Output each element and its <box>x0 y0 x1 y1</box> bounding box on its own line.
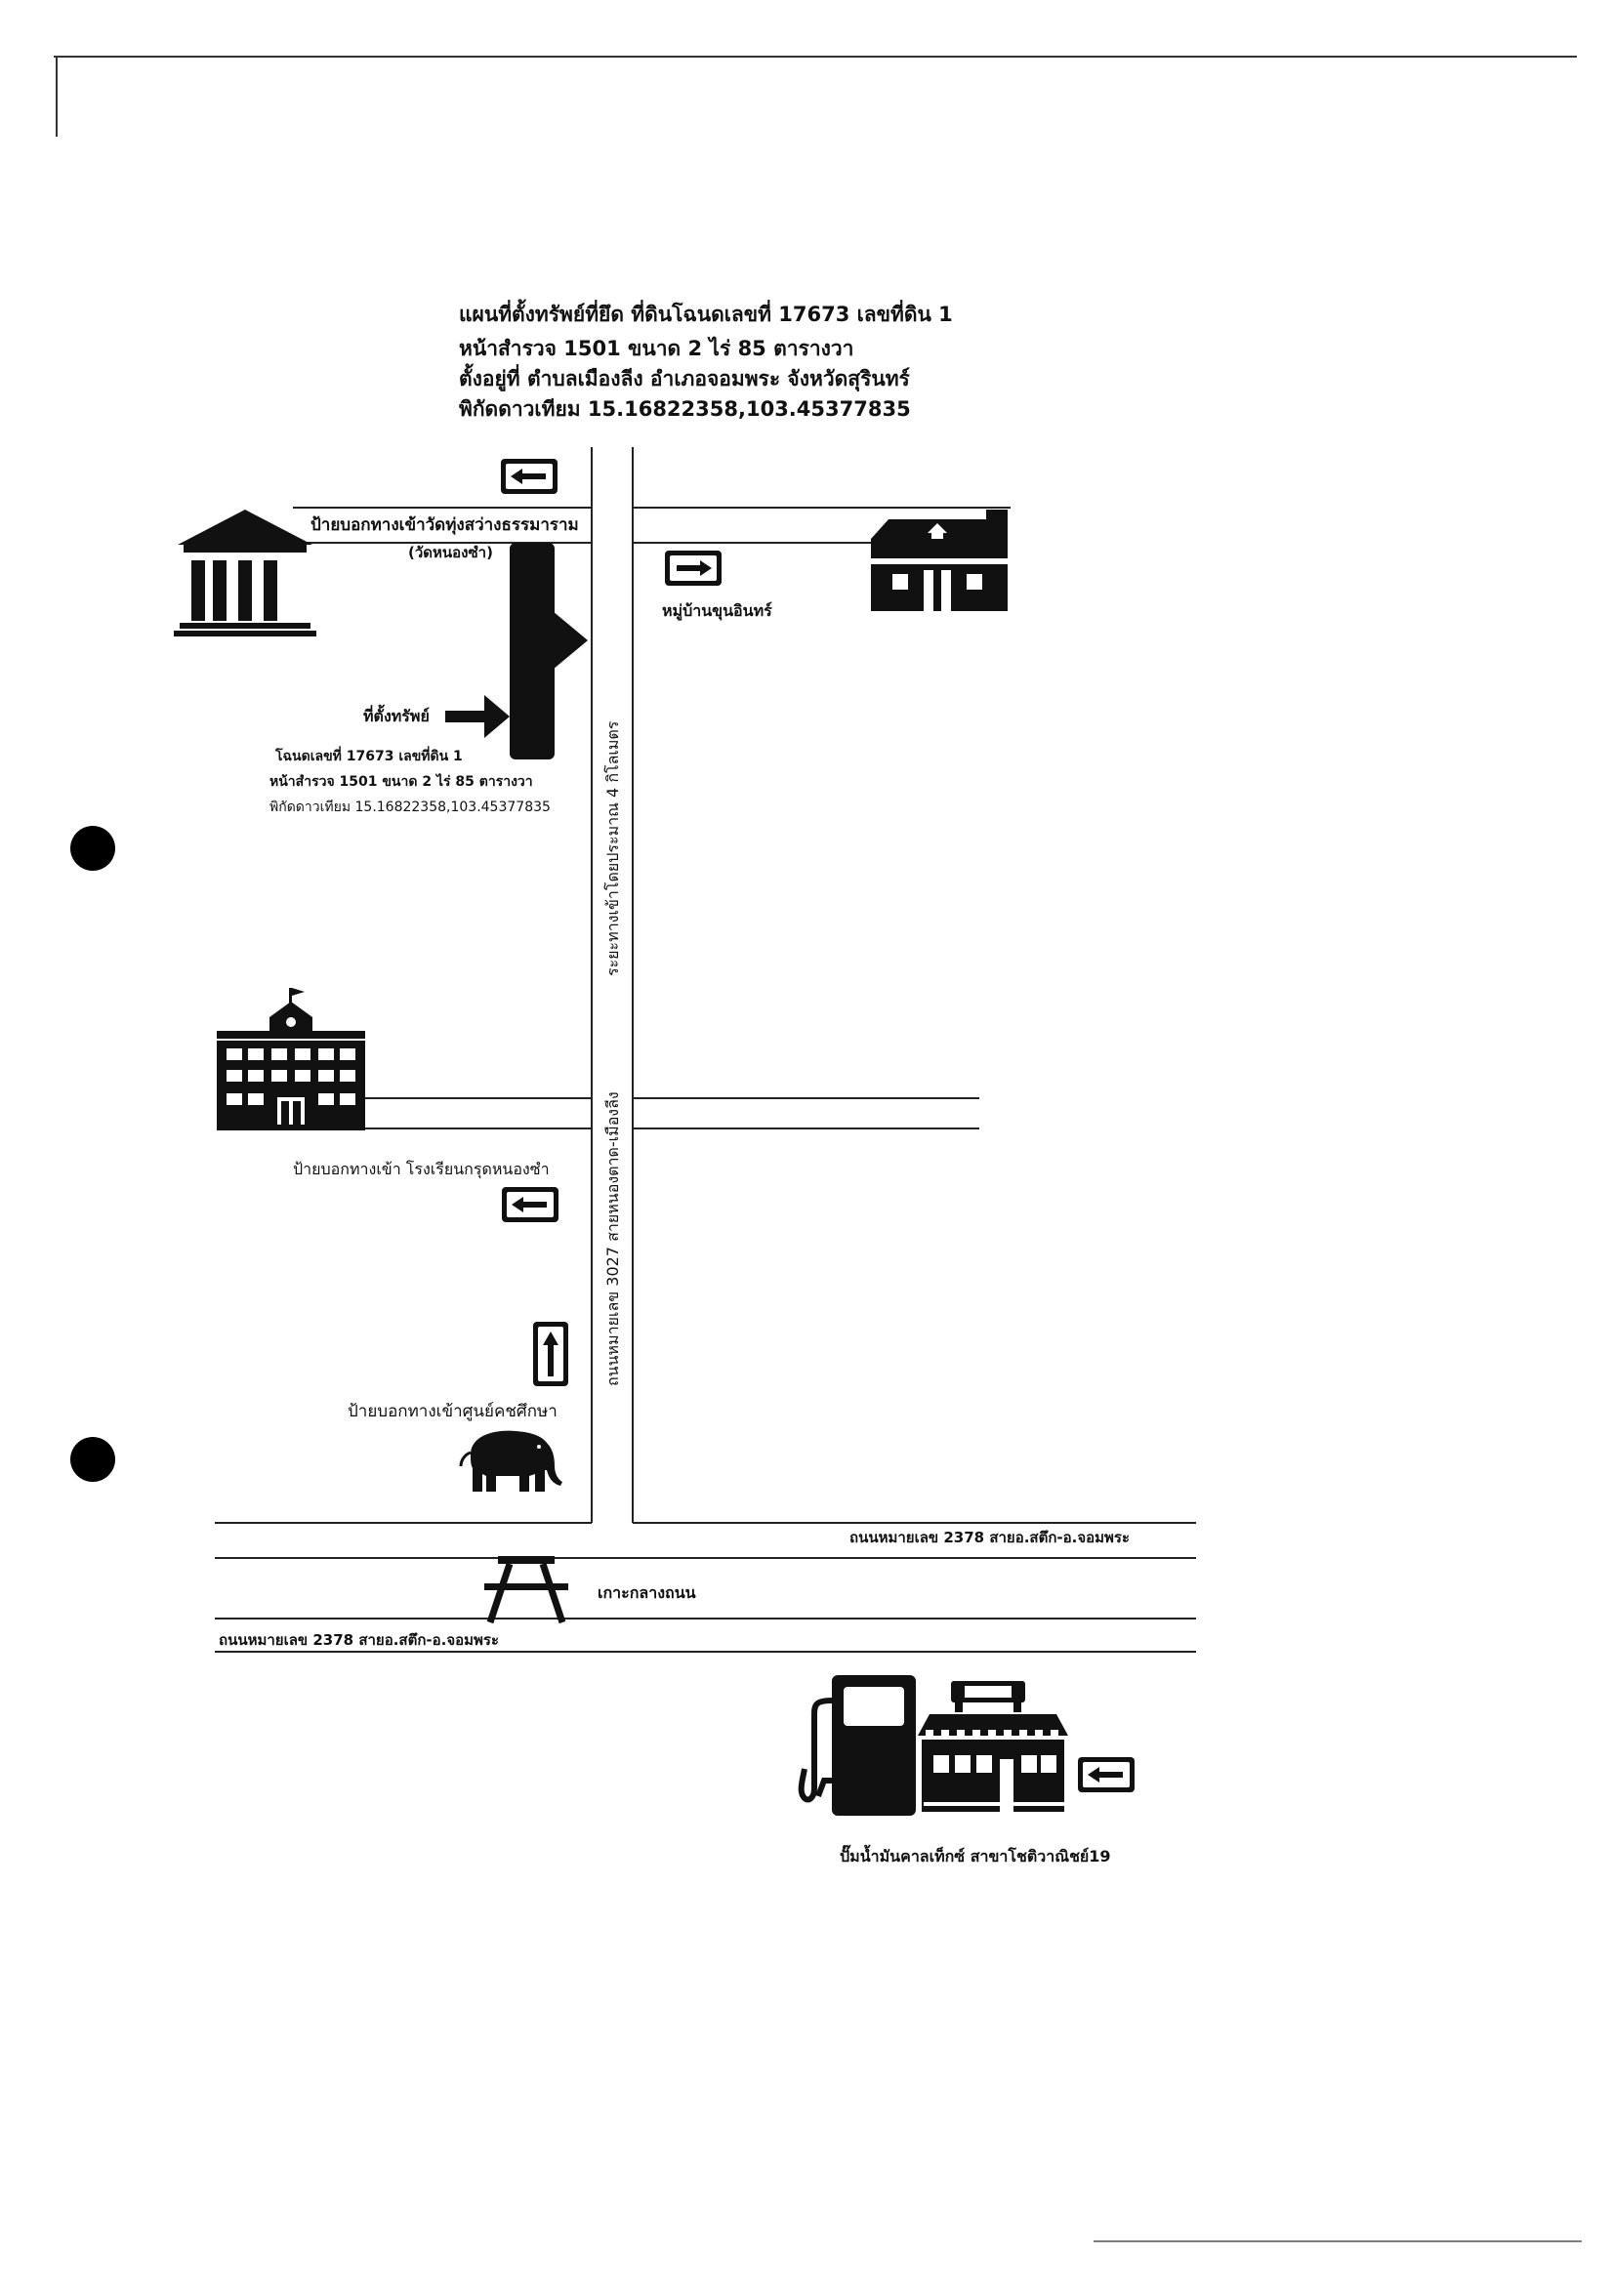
arrow-sign-village <box>665 551 722 586</box>
property-pointer-label: ที่ตั้งทรัพย์ <box>363 707 430 725</box>
temple-sign-label: ป้ายบอกทางเข้าวัดทุ่งสว่างธรรมาราม <box>310 515 579 535</box>
house-icon <box>871 510 1008 611</box>
main-road-label-upper: ถนนหมายเลข 2378 สายอ.สตึก-อ.จอมพระ <box>849 1529 1131 1546</box>
main-road-label-lower: ถนนหมายเลข 2378 สายอ.สตึก-อ.จอมพระ <box>219 1631 500 1649</box>
temple-name-label: (วัดหนองซำ) <box>408 544 493 561</box>
punch-hole-top <box>70 826 115 871</box>
shop-icon <box>918 1681 1068 1812</box>
title-line-1: แผนที่ตั้งทรัพย์ที่ยึด ที่ดินโฉนดเลขที่ … <box>459 303 953 326</box>
property-info-line-3: พิกัดดาวเทียม 15.16822358,103.45377835 <box>269 800 551 815</box>
gas-station-label: ปั๊มน้ำมันคาลเท็กซ์ สาขาโชติวาณิชย์19 <box>840 1847 1111 1866</box>
arrow-sign-top <box>501 459 558 494</box>
vertical-distance-label: ระยะทางเข้าโดยประมาณ 4 กิโลเมตร <box>603 720 622 976</box>
arrow-up-icon <box>538 1327 563 1381</box>
vertical-road-label: ถนนหมายเลข 3027 สายหนองตาด-เมืองลีง <box>603 1091 622 1386</box>
arrow-left-icon <box>506 464 553 489</box>
temple-icon <box>174 510 316 636</box>
title-line-4: พิกัดดาวเทียม 15.16822358,103.45377835 <box>459 397 911 421</box>
arrow-sign-elephant-center <box>533 1322 568 1386</box>
school-icon <box>217 988 365 1130</box>
school-sign-label: ป้ายบอกทางเข้า โรงเรียนกรุดหนองซำ <box>293 1160 550 1178</box>
arrow-sign-school <box>502 1187 558 1222</box>
elephant-center-label: ป้ายบอกทางเข้าศูนย์คชศึกษา <box>348 1402 558 1421</box>
arrow-left-icon <box>1083 1762 1130 1787</box>
property-info-line-1: โฉนดเลขที่ 17673 เลขที่ดิน 1 <box>275 749 463 764</box>
median-label: เกาะกลางถนน <box>598 1583 696 1602</box>
punch-hole-bottom <box>70 1437 115 1482</box>
property-parcel-icon <box>445 543 588 759</box>
village-label: หมู่บ้านขุนอินทร์ <box>662 601 772 620</box>
arrow-left-icon <box>507 1192 554 1217</box>
title-line-2: หน้าสำรวจ 1501 ขนาด 2 ไร่ 85 ตารางวา <box>459 337 854 360</box>
gas-pump-icon <box>798 1675 916 1816</box>
elephant-icon <box>459 1430 562 1492</box>
arrow-sign-gas-station <box>1078 1757 1135 1792</box>
title-line-3: ตั้งอยู่ที่ ตำบลเมืองลีง อำเภอจอมพระ จัง… <box>459 367 910 390</box>
property-info-line-2: หน้าสำรวจ 1501 ขนาด 2 ไร่ 85 ตารางวา <box>269 774 533 790</box>
arrow-right-icon <box>670 555 717 581</box>
picnic-table-icon <box>484 1556 568 1624</box>
